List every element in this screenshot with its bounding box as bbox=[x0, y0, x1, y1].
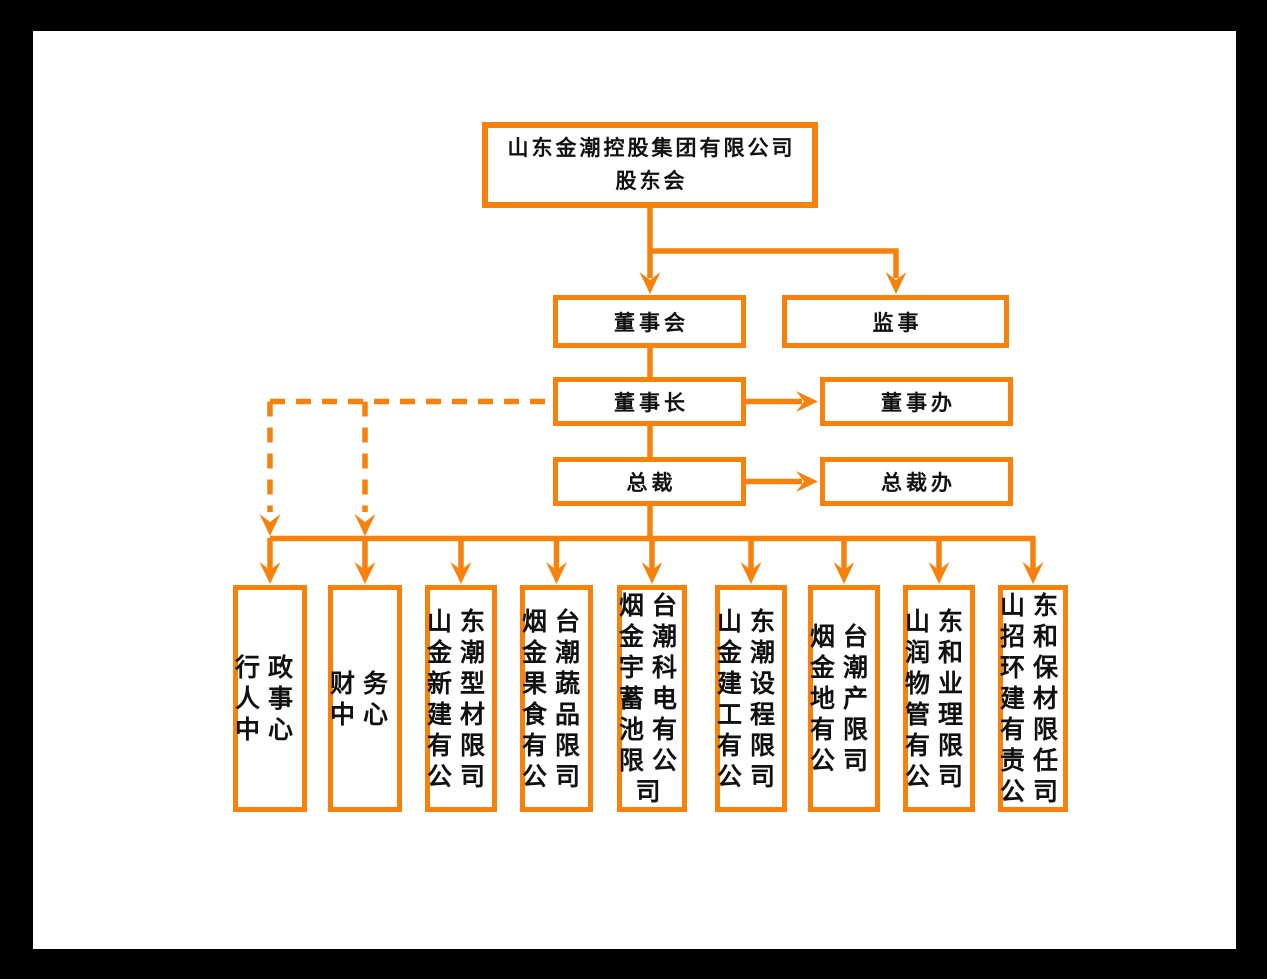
node-board-of-directors: 董事会 bbox=[553, 295, 746, 348]
node-supervisor: 监事 bbox=[782, 295, 1009, 348]
node-dept-admin-hr-center: 行政人事中心 bbox=[233, 585, 307, 812]
node-dept-admin-hr-center-label: 行政人事中心 bbox=[235, 653, 302, 744]
node-dept-fruit-vegetable-food: 烟台金潮果蔬食品有限公司 bbox=[520, 585, 593, 812]
node-chairman-label: 董事长 bbox=[614, 390, 689, 415]
node-president-label: 总裁 bbox=[626, 470, 677, 495]
connector-root-to-supervisor bbox=[650, 248, 907, 294]
node-dept-new-building-materials: 山东金潮新型建材有限公司 bbox=[425, 585, 497, 812]
node-president: 总裁 bbox=[553, 457, 746, 506]
connector-root-to-board bbox=[639, 208, 661, 294]
connector-president-to-president-office bbox=[746, 471, 818, 492]
node-dept-real-estate: 烟台金潮地产有限公司 bbox=[808, 585, 880, 812]
node-board-of-directors-label: 董事会 bbox=[614, 310, 689, 335]
node-chairman: 董事长 bbox=[553, 377, 746, 426]
node-dept-new-building-materials-label: 山东金潮新型建材有限公司 bbox=[427, 606, 494, 791]
node-dept-fruit-vegetable-food-label: 烟台金潮果蔬食品有限公司 bbox=[522, 606, 589, 791]
node-dept-battery: 烟台金潮宇科蓄电池有限公司 bbox=[617, 585, 687, 812]
connector-bus-to-departments bbox=[259, 538, 1044, 584]
node-dept-property-management-label: 山东润和物业管理有限公司 bbox=[905, 606, 972, 791]
node-dept-battery-label: 烟台金潮宇科蓄电池有限公司 bbox=[619, 591, 686, 806]
node-chairman-office-label: 董事办 bbox=[881, 390, 956, 415]
node-dept-property-management: 山东润和物业管理有限公司 bbox=[903, 585, 975, 812]
node-dept-environmental-materials: 山东招和环保建材有限责任公司 bbox=[998, 585, 1068, 812]
node-chairman-office: 董事办 bbox=[820, 377, 1013, 426]
node-dept-finance-center: 财务中心 bbox=[328, 585, 402, 812]
connector-chairman-to-chairman-office bbox=[746, 391, 818, 412]
node-shareholders-meeting: 山东金潮控股集团有限公司 股东会 bbox=[482, 122, 818, 208]
node-shareholders-meeting-line1: 山东金潮控股集团有限公司 bbox=[507, 136, 796, 160]
node-supervisor-label: 监事 bbox=[872, 310, 923, 335]
node-dept-real-estate-label: 烟台金潮地产有限公司 bbox=[810, 622, 877, 775]
node-president-office-label: 总裁办 bbox=[881, 470, 956, 495]
node-president-office: 总裁办 bbox=[820, 457, 1013, 506]
connector-chairman-dashed-to-centers bbox=[259, 398, 553, 536]
node-dept-finance-center-label: 财务中心 bbox=[330, 668, 397, 729]
node-shareholders-meeting-line2: 股东会 bbox=[615, 169, 688, 193]
node-dept-environmental-materials-label: 山东招和环保建材有限责任公司 bbox=[1000, 591, 1067, 806]
node-dept-construction-engineering-label: 山东金潮建设工程有限公司 bbox=[717, 606, 784, 791]
node-dept-construction-engineering: 山东金潮建设工程有限公司 bbox=[715, 585, 787, 812]
